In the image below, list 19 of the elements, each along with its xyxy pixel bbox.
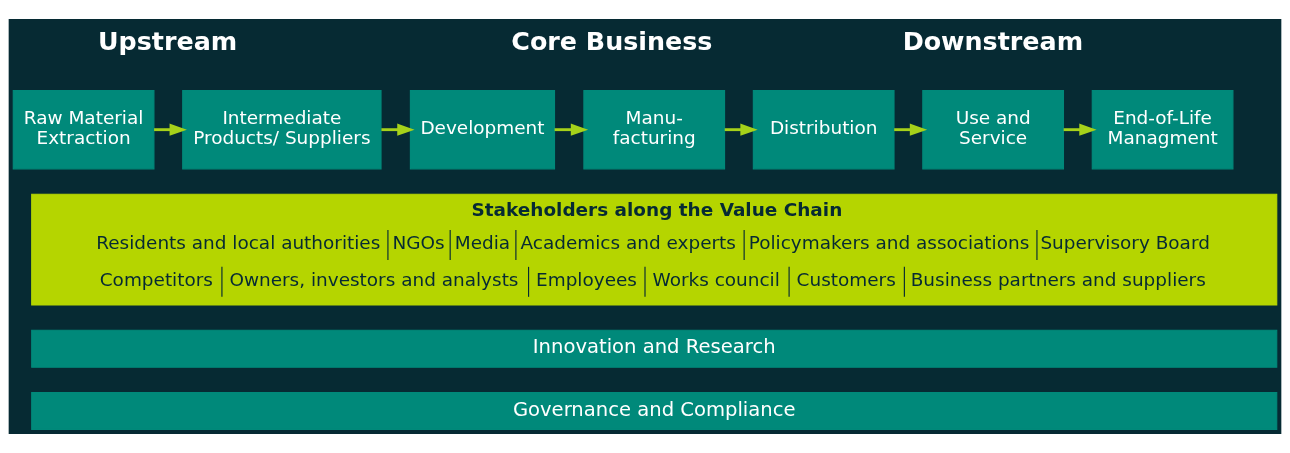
node-box: Stakeholders along the Value Chain Residents and local authorities NGOs Media Academics and experts Policymakers and associations Supervisory Board Competitors Owners, investors and analysts Employees Works council Customers Business partners and suppliers (31, 193, 1278, 306)
arrow (154, 123, 187, 136)
node-box: Intermediate Products/ Suppliers (182, 89, 382, 170)
arrow (724, 123, 758, 136)
node-box: Innovation and Research (31, 329, 1278, 368)
label: Core Business (511, 25, 713, 56)
node-box: Manu- facturing (583, 89, 726, 170)
arrow (554, 123, 589, 136)
node-box: Distribution (752, 89, 895, 170)
node-box: Use and Service (922, 89, 1065, 170)
arrow (381, 123, 415, 136)
node-box: Raw Material Extraction (12, 89, 155, 170)
arrow (894, 123, 928, 136)
arrow (1063, 123, 1097, 136)
node-box: End-of-Life Managment (1091, 89, 1234, 170)
node-box: Governance and Compliance (31, 391, 1278, 430)
label: Downstream (902, 25, 1084, 56)
label: Upstream (98, 25, 238, 56)
node-box: Development (409, 89, 556, 170)
